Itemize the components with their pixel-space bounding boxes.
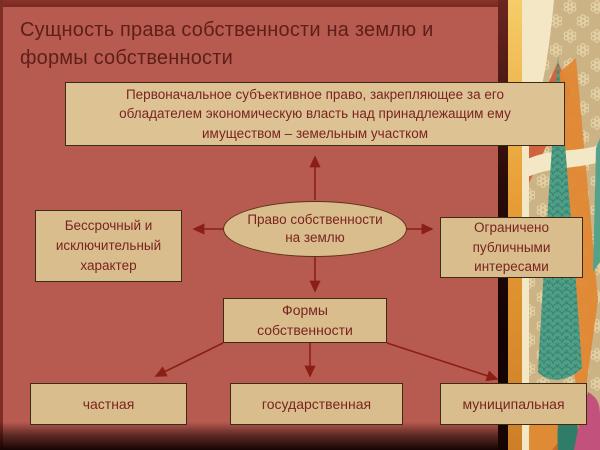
form-private-label: частная: [82, 396, 135, 412]
right-property-box: Ограничено публичными интересами: [440, 217, 583, 278]
top-frame-edge: [0, 0, 508, 7]
pink-bottom-shape: [574, 392, 600, 450]
form-box-state: государственная: [230, 383, 403, 425]
left-frame-edge: [0, 0, 3, 450]
forms-header-label: Формы собственности: [257, 301, 353, 338]
slide-title: Сущность права собственности на землю и …: [20, 19, 434, 69]
right-property-label: Ограничено публичными интересами: [472, 220, 551, 275]
arrow-forms-to-private: [154, 342, 224, 377]
central-ellipse-node: Право собственности на землю: [223, 201, 407, 257]
form-box-private: частная: [30, 383, 187, 425]
form-state-label: государственная: [261, 396, 372, 412]
central-ellipse-label: Право собственности на землю: [247, 211, 383, 245]
definition-text: Первоначальное субъективное право, закре…: [119, 86, 511, 141]
form-box-municipal: муниципальная: [440, 383, 587, 425]
left-property-label: Бессрочный и исключительный характер: [55, 217, 162, 274]
forms-header-box: Формы собственности: [223, 298, 387, 343]
left-property-box: Бессрочный и исключительный характер: [35, 210, 182, 282]
arrow-forms-to-municipal: [386, 342, 499, 382]
bottom-shadow-edge: [0, 422, 508, 450]
form-municipal-label: муниципальная: [462, 396, 565, 412]
teal-sliver-right: [593, 138, 600, 272]
definition-box: Первоначальное субъективное право, закре…: [65, 82, 565, 146]
